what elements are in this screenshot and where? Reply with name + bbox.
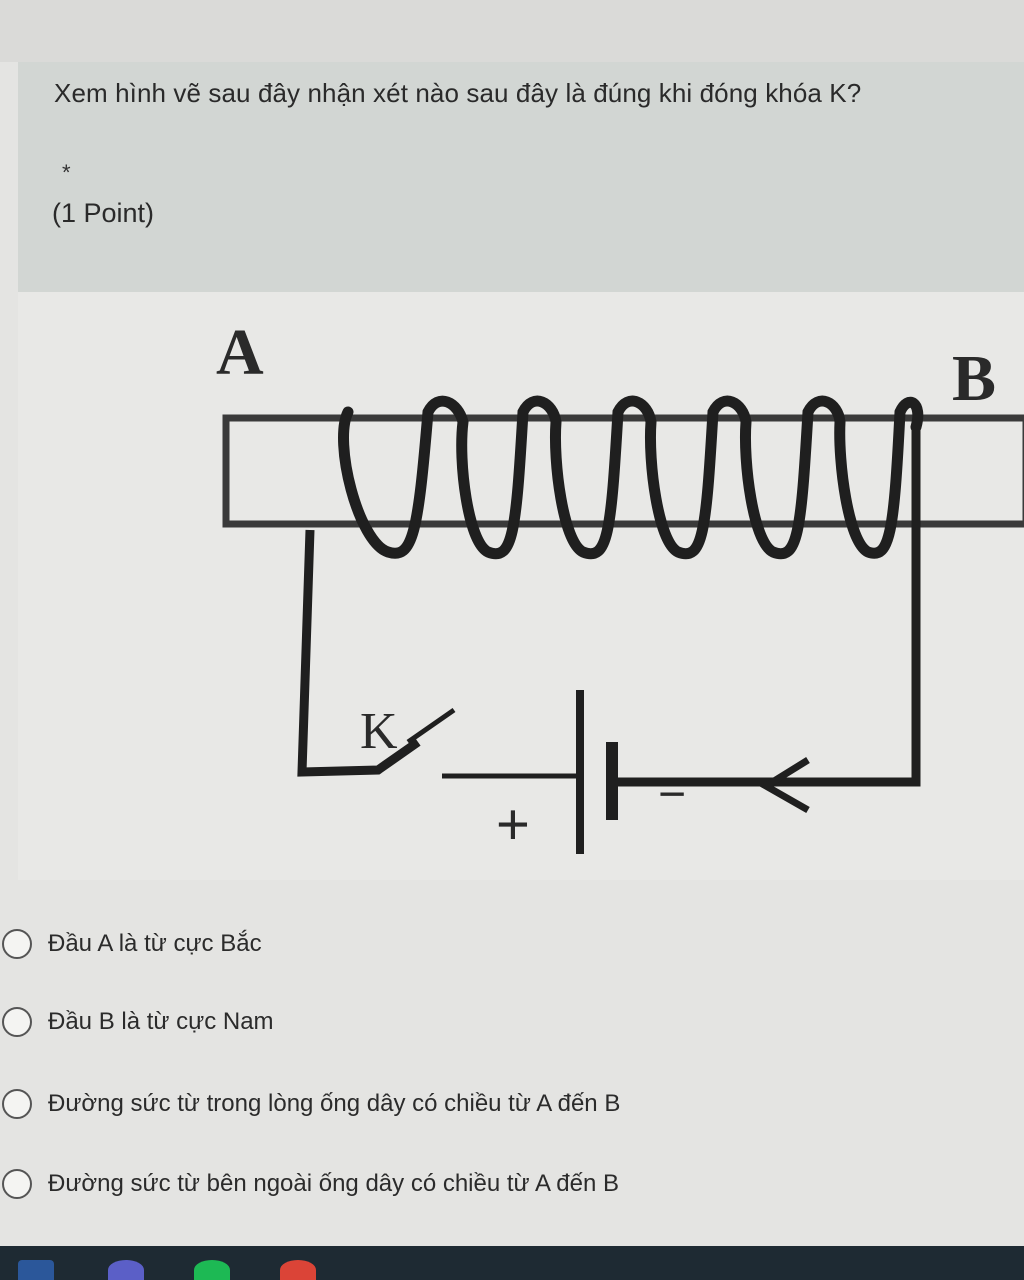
label-minus: − — [658, 768, 686, 821]
switch-blade — [406, 707, 456, 745]
top-strip — [0, 0, 1024, 62]
required-marker: * — [62, 160, 71, 185]
question-header: Xem hình vẽ sau đây nhận xét nào sau đây… — [18, 62, 1024, 292]
question-points: (1 Point) — [52, 198, 155, 228]
spotify-icon[interactable] — [194, 1260, 230, 1280]
teams-icon[interactable] — [108, 1260, 144, 1280]
coil-winding — [338, 395, 924, 560]
current-arrow-icon — [759, 757, 810, 814]
radio-button[interactable] — [2, 1007, 32, 1037]
option-2[interactable]: Đầu B là từ cực Nam — [0, 1002, 274, 1042]
option-label: Đường sức từ bên ngoài ống dây có chiều … — [48, 1170, 620, 1197]
right-wire — [618, 427, 921, 787]
option-1[interactable]: Đầu A là từ cực Bắc — [0, 924, 262, 964]
option-4[interactable]: Đường sức từ bên ngoài ống dây có chiều … — [0, 1164, 619, 1204]
solenoid-circuit-diagram: A B K + − — [216, 316, 1024, 857]
label-k: K — [360, 703, 398, 760]
iron-core — [222, 414, 1024, 528]
chrome-icon[interactable] — [280, 1260, 316, 1280]
label-b: B — [952, 342, 996, 415]
left-wire — [297, 529, 421, 777]
option-label: Đầu A là từ cực Bắc — [48, 930, 262, 957]
word-icon[interactable] — [18, 1260, 54, 1280]
label-a: A — [216, 316, 264, 389]
taskbar — [0, 1246, 1024, 1280]
radio-button[interactable] — [2, 929, 32, 959]
question-image: A B K + − — [18, 292, 1024, 880]
radio-button[interactable] — [2, 1089, 32, 1119]
question-title: Xem hình vẽ sau đây nhận xét nào sau đây… — [54, 78, 862, 108]
label-plus: + — [496, 792, 530, 857]
option-label: Đầu B là từ cực Nam — [48, 1008, 274, 1035]
option-label: Đường sức từ trong lòng ống dây có chiều… — [48, 1090, 621, 1117]
radio-button[interactable] — [2, 1169, 32, 1199]
option-3[interactable]: Đường sức từ trong lòng ống dây có chiều… — [0, 1084, 620, 1124]
